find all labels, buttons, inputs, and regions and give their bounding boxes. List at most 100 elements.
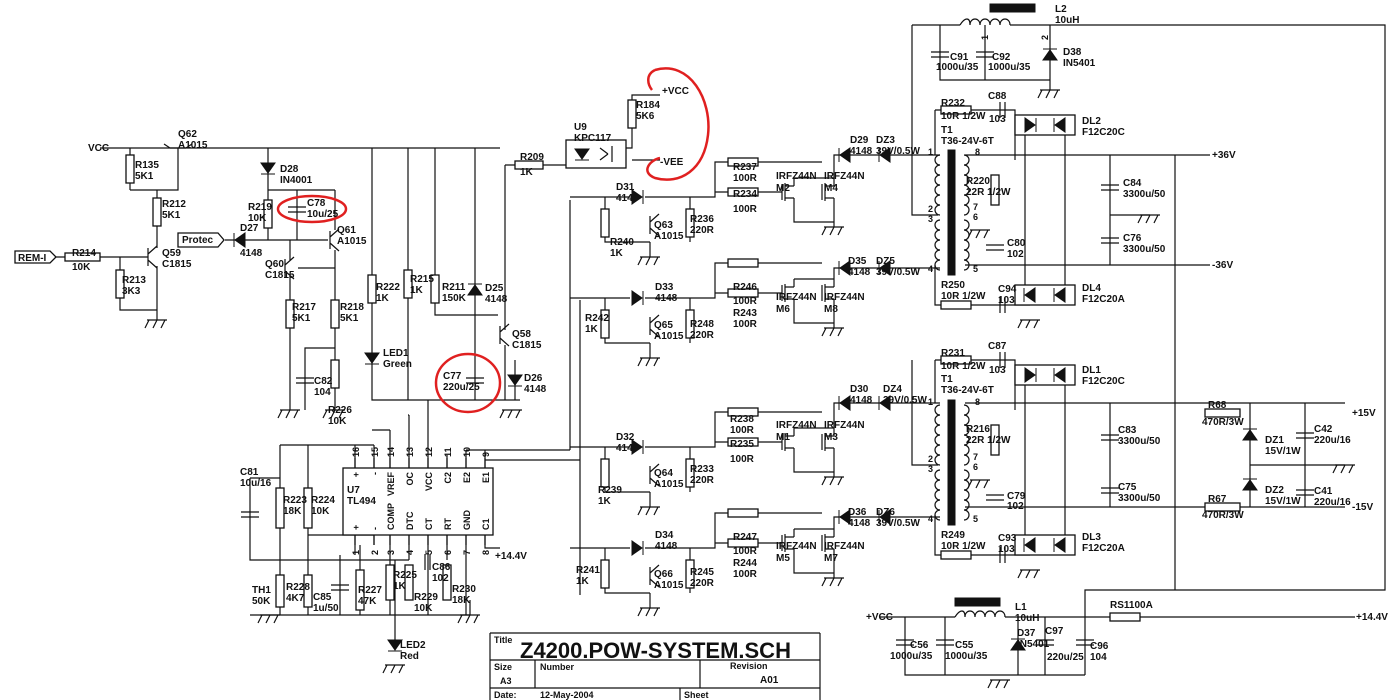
component-value: IN5401: [1017, 639, 1050, 650]
ground-icon: [967, 479, 990, 489]
transformer-pin-number: 4: [928, 264, 933, 274]
ic-pin-number: 11: [443, 447, 453, 457]
component-ref: M6: [776, 304, 790, 315]
ground-icon: [1137, 214, 1160, 224]
wire-drivers: [569, 200, 581, 595]
transformer-core: [947, 399, 956, 526]
component-ref: M7: [824, 553, 838, 564]
capacitor-symbol: [936, 639, 954, 646]
ic-pin-number: 1: [351, 550, 361, 555]
resistor-symbol: [275, 487, 285, 529]
component-value: 5K6: [636, 111, 655, 122]
diode-symbol: [631, 189, 644, 205]
component-value: 1K: [410, 285, 424, 296]
component-ref: C83: [1118, 425, 1137, 436]
ic-pin-number: 3: [386, 550, 396, 555]
component-value: 100R: [733, 204, 758, 215]
resistor-symbol: [355, 569, 365, 611]
transformer-coil: [963, 219, 970, 271]
component-ref: C85: [313, 592, 332, 603]
component-value: 1000u/35: [988, 62, 1031, 73]
component-ref: R238: [730, 414, 754, 425]
resistor-symbol: [727, 538, 759, 548]
component-ref: C42: [1314, 424, 1333, 435]
component-ref: Q59: [162, 248, 181, 259]
component-ref: DZ2: [1265, 485, 1284, 496]
component-value: IRFZ44N: [776, 292, 817, 303]
component-value: IRFZ44N: [776, 420, 817, 431]
ic-pin-number: 14: [386, 447, 396, 457]
component-ref: LED1: [383, 348, 409, 359]
diode-symbol: [233, 232, 246, 248]
component-ref: C79: [1007, 491, 1026, 502]
component-ref: DZ4: [883, 384, 902, 395]
ic-pin-label: CT: [424, 518, 434, 530]
component-ref: D30: [850, 384, 869, 395]
component-value: T36-24V-6T: [941, 136, 994, 147]
resistor-symbol: [600, 309, 610, 339]
component-ref: R235: [730, 439, 754, 450]
ic-pin-number: 15: [370, 447, 380, 457]
capacitor-symbol: [1101, 434, 1119, 441]
component-value: 3300u/50: [1118, 493, 1161, 504]
net-label: -15V: [1352, 502, 1373, 513]
component-value: KPC117: [574, 133, 612, 144]
component-value: 4148: [524, 384, 547, 395]
ground-icon: [277, 409, 300, 419]
component-ref: D36: [848, 507, 867, 518]
component-ref: D35: [848, 256, 867, 267]
ground-icon: [1017, 319, 1040, 329]
component-ref: C87: [988, 341, 1007, 352]
resistor-symbol: [330, 299, 340, 329]
resistor-symbol: [727, 407, 759, 417]
component-ref: R248: [690, 319, 714, 330]
component-ref: TH1: [252, 585, 271, 596]
capacitor-symbol: [999, 102, 1006, 118]
component-value: IRFZ44N: [776, 541, 817, 552]
net-label: VCC: [88, 143, 109, 154]
ground-icon: [144, 319, 167, 329]
component-value: 3K3: [122, 286, 141, 297]
component-ref: Q62: [178, 129, 197, 140]
resistor-symbol: [600, 208, 610, 238]
ground-icon: [637, 357, 660, 367]
component-ref: Q64: [654, 468, 673, 479]
annotation-circle-c77: [434, 352, 502, 414]
component-ref: R246: [733, 282, 757, 293]
component-value: 1u/50: [313, 603, 339, 614]
component-ref: Q65: [654, 320, 673, 331]
ic-pin-label: DTC: [405, 511, 415, 530]
transformer-pin-number: 1: [928, 147, 933, 157]
component-ref: T1: [941, 374, 953, 385]
component-ref: C91: [950, 52, 969, 63]
component-value: 470R/3W: [1202, 510, 1244, 521]
component-value: A1015: [654, 231, 684, 242]
component-value: 1K: [585, 324, 599, 335]
component-value: 4148: [655, 293, 678, 304]
wire-title-block: [489, 632, 821, 700]
net-flag-rem-i: [14, 250, 57, 264]
transformer-pin-number: 6: [973, 212, 978, 222]
capacitor-symbol: [999, 547, 1006, 563]
capacitor-symbol: [1076, 639, 1094, 646]
component-ref: R250: [941, 280, 965, 291]
component-value: TL494: [347, 496, 376, 507]
component-ref: R227: [358, 585, 382, 596]
component-value: 4148: [655, 541, 678, 552]
diode-bridge-box: [1014, 114, 1076, 136]
component-value: IRFZ44N: [824, 541, 865, 552]
component-ref: R211: [442, 282, 466, 293]
capacitor-symbol: [986, 244, 1004, 251]
ic-pin-number: 16: [351, 447, 361, 457]
component-value: 10K: [248, 213, 267, 224]
sheet-label: Sheet: [684, 690, 709, 700]
component-ref: R135: [135, 160, 159, 171]
diode-symbol: [878, 260, 891, 276]
diode-symbol: [1024, 117, 1037, 133]
ground-icon: [821, 327, 844, 337]
transformer-coil: [963, 154, 970, 216]
component-ref: R228: [286, 582, 310, 593]
component-value: A1015: [654, 331, 684, 342]
component-ref: DZ1: [1265, 435, 1284, 446]
component-value: IRFZ44N: [824, 171, 865, 182]
